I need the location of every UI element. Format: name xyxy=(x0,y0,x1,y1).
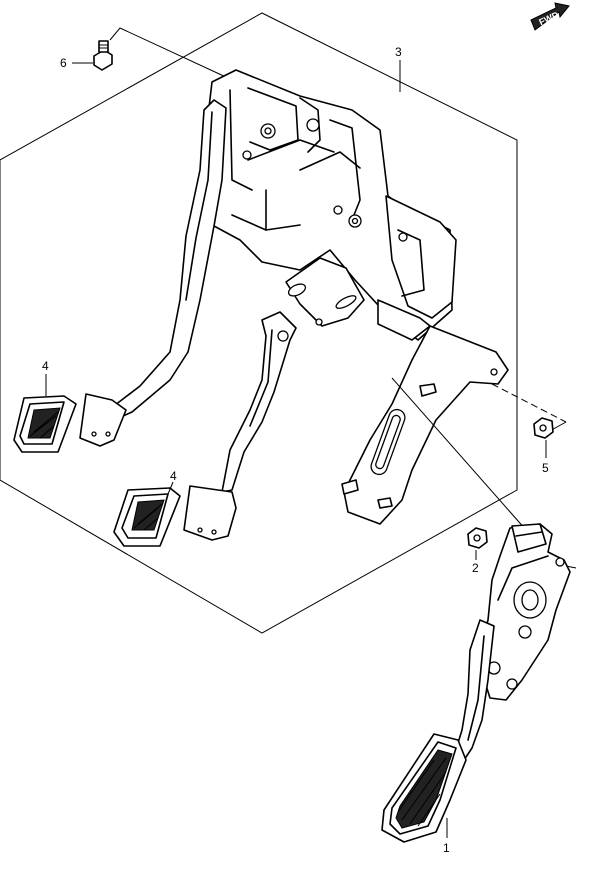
callout-4b: 4 xyxy=(170,469,177,483)
nut-install-line xyxy=(491,383,567,423)
callout-6: 6 xyxy=(60,56,67,70)
callout-5: 5 xyxy=(542,461,549,475)
callout-1: 1 xyxy=(443,841,450,855)
bolt-part-6 xyxy=(93,40,113,71)
brake-pedal-pad xyxy=(113,487,181,547)
nut-part-2 xyxy=(467,527,488,549)
accelerator-bracket xyxy=(341,325,509,525)
clutch-pedal-arm xyxy=(79,99,227,447)
clutch-pedal-pad xyxy=(13,395,77,453)
nut-part-5 xyxy=(533,417,554,439)
forward-arrow-icon: FWD xyxy=(530,2,570,31)
callout-4a: 4 xyxy=(42,359,49,373)
brake-pedal-arm xyxy=(183,311,297,541)
leader-line-4b xyxy=(167,481,174,495)
callout-3: 3 xyxy=(395,45,402,59)
pedal-bracket xyxy=(203,69,457,341)
bolt-install-line xyxy=(109,27,229,79)
accelerator-pedal xyxy=(381,523,571,843)
assembly-outline xyxy=(0,12,518,634)
callout-2: 2 xyxy=(472,561,479,575)
